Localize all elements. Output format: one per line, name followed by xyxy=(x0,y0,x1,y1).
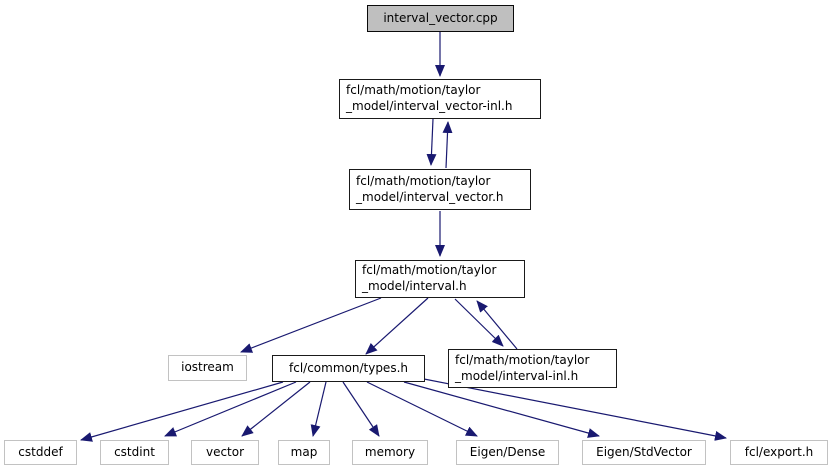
edge-interval-to-iostream xyxy=(240,297,382,353)
node-label-line1: fcl/math/motion/taylor xyxy=(356,173,491,188)
node-cstdint: cstdint xyxy=(100,440,169,465)
edge-interval-to-types xyxy=(365,297,429,355)
edge-types-to-vector xyxy=(241,381,311,437)
node-interval-h[interactable]: fcl/math/motion/taylor _model/interval.h xyxy=(355,260,525,298)
node-eigen-dense: Eigen/Dense xyxy=(456,440,559,465)
node-vector: vector xyxy=(191,440,259,465)
node-map: map xyxy=(278,440,330,465)
edge-types-to-cstddef xyxy=(80,381,284,442)
node-label: Eigen/StdVector xyxy=(596,444,692,459)
edge-interval-to-interval-inl xyxy=(454,298,504,347)
node-interval-vector-inl-h[interactable]: fcl/math/motion/taylor _model/interval_v… xyxy=(339,79,541,119)
node-label-line2: _model/interval_vector.h xyxy=(356,189,504,204)
node-interval-vector-h[interactable]: fcl/math/motion/taylor _model/interval_v… xyxy=(349,169,531,210)
edge-interval-vector-inl-to-interval-vector xyxy=(426,118,437,166)
edge-types-to-cstdint xyxy=(164,381,297,437)
node-fcl-export-h: fcl/export.h xyxy=(730,440,828,465)
node-label: interval_vector.cpp xyxy=(383,10,498,25)
node-label: map xyxy=(290,444,318,459)
node-label-line1: fcl/math/motion/taylor xyxy=(346,83,481,98)
node-memory: memory xyxy=(352,440,428,465)
node-eigen-stdvector: Eigen/StdVector xyxy=(582,440,706,465)
node-label: fcl/common/types.h xyxy=(289,360,408,375)
node-label: memory xyxy=(364,444,416,459)
node-fcl-common-types-h[interactable]: fcl/common/types.h xyxy=(272,355,425,382)
edge-types-to-memory xyxy=(342,381,380,437)
node-label-line2: _model/interval-inl.h xyxy=(455,368,579,383)
node-interval-vector-cpp: interval_vector.cpp xyxy=(367,5,514,32)
node-cstddef: cstddef xyxy=(4,440,77,465)
node-label: cstddef xyxy=(18,444,63,459)
node-label: Eigen/Dense xyxy=(469,444,546,459)
node-label: cstdint xyxy=(114,444,155,459)
edge-types-to-map xyxy=(310,381,327,437)
node-label-line1: fcl/math/motion/taylor xyxy=(455,352,590,367)
edge-types-to-eigen-dense xyxy=(366,381,478,437)
node-label-line2: _model/interval_vector-inl.h xyxy=(346,99,513,113)
edge-interval-inl-to-interval xyxy=(476,300,518,350)
node-interval-inl-h[interactable]: fcl/math/motion/taylor _model/interval-i… xyxy=(448,349,617,388)
node-label-line2: _model/interval.h xyxy=(362,279,467,293)
node-label: vector xyxy=(205,444,245,459)
node-label-line1: fcl/math/motion/taylor xyxy=(362,263,497,278)
node-iostream: iostream xyxy=(168,355,247,381)
node-label: fcl/export.h xyxy=(744,444,814,459)
edge-types-to-eigen-stdvector xyxy=(403,381,600,438)
node-label: iostream xyxy=(181,360,234,375)
edge-interval-vector-to-interval-vector-inl xyxy=(442,121,453,169)
